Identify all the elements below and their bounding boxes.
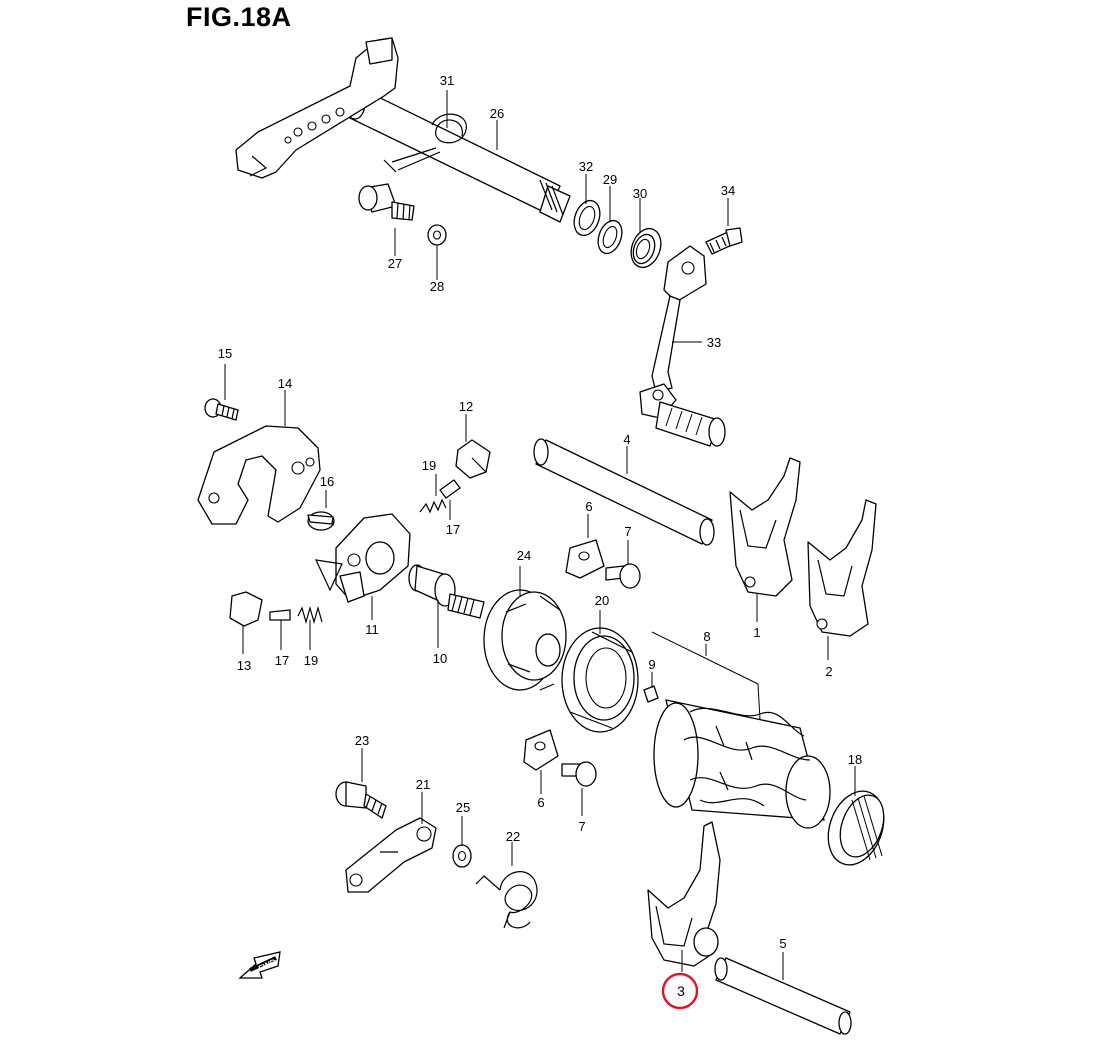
shift-fork-3[interactable]: [647, 821, 721, 967]
pawl-13[interactable]: [229, 591, 263, 627]
bearing-20[interactable]: [561, 627, 639, 733]
callout-16: 16: [320, 474, 334, 489]
callout-9: 9: [648, 657, 655, 672]
callout-29: 29: [603, 172, 617, 187]
shift-lever-21[interactable]: [345, 817, 437, 893]
highlight-circle: [661, 972, 699, 1010]
callout-6-lower: 6: [537, 795, 544, 810]
fork-shaft-4[interactable]: [533, 438, 715, 546]
callout-28: 28: [430, 279, 444, 294]
callout-33: 33: [707, 335, 721, 350]
callout-19-lower: 19: [304, 653, 318, 668]
callout-15: 15: [218, 346, 232, 361]
callout-labels: 31 26 32 29 30 34 27 28 33 15 14 12 4 16…: [218, 73, 862, 999]
callout-5: 5: [779, 936, 786, 951]
callout-10: 10: [433, 651, 447, 666]
bolt-27[interactable]: [358, 183, 415, 221]
oil-seal-30[interactable]: [626, 224, 666, 271]
callout-7-lower: 7: [578, 819, 585, 834]
callout-21: 21: [416, 777, 430, 792]
gearshift-shaft-26[interactable]: [235, 37, 571, 223]
cam-shaft-bolt-10[interactable]: [408, 564, 485, 619]
pin-17-upper[interactable]: [439, 479, 461, 499]
callout-7-upper: 7: [624, 524, 631, 539]
callout-2: 2: [825, 664, 832, 679]
pin-9[interactable]: [643, 685, 659, 703]
plate-6-upper[interactable]: [565, 539, 605, 579]
callout-30: 30: [633, 186, 647, 201]
callout-23: 23: [355, 733, 369, 748]
callout-22: 22: [506, 829, 520, 844]
washer-25[interactable]: [452, 844, 472, 868]
gearshift-lever-33[interactable]: [639, 245, 726, 447]
pin-17-lower[interactable]: [269, 609, 291, 621]
spring-19-lower[interactable]: [297, 605, 323, 625]
figure-title: FIG.18A: [186, 2, 292, 32]
screw-15[interactable]: [204, 398, 239, 421]
plate-6-lower[interactable]: [523, 729, 559, 771]
callout-14: 14: [278, 376, 292, 391]
callout-4: 4: [623, 432, 630, 447]
callout-25: 25: [456, 800, 470, 815]
callout-20: 20: [595, 593, 609, 608]
pawl-12[interactable]: [455, 439, 491, 479]
gearshift-cam-plate-24[interactable]: [483, 589, 567, 691]
callout-12: 12: [459, 399, 473, 414]
return-spring-31[interactable]: [383, 113, 467, 173]
shift-fork-2[interactable]: [807, 499, 877, 637]
cam-driven-gear-11[interactable]: [314, 513, 411, 603]
callout-8: 8: [703, 629, 710, 644]
callout-27: 27: [388, 256, 402, 271]
callout-19-upper: 19: [422, 458, 436, 473]
fork-shaft-5[interactable]: [714, 957, 852, 1035]
callout-31: 31: [440, 73, 454, 88]
spring-19-upper[interactable]: [419, 498, 447, 514]
collar-16[interactable]: [307, 511, 335, 531]
fwd-arrow-icon: FWD: [238, 951, 281, 979]
callout-18: 18: [848, 752, 862, 767]
callout-13: 13: [237, 658, 251, 673]
spring-22[interactable]: [475, 871, 538, 929]
callout-17-upper: 17: [446, 522, 460, 537]
callout-34: 34: [721, 183, 735, 198]
callout-3: 3: [677, 983, 685, 999]
callout-26: 26: [490, 106, 504, 121]
screw-7-lower[interactable]: [561, 761, 597, 787]
leader-8-bracket: [651, 631, 761, 721]
callout-24: 24: [517, 548, 531, 563]
callout-32: 32: [579, 159, 593, 174]
washer-29[interactable]: [594, 217, 626, 256]
bolt-23[interactable]: [335, 781, 387, 819]
callout-17-lower: 17: [275, 653, 289, 668]
screw-7-upper[interactable]: [605, 563, 641, 589]
callout-1: 1: [753, 625, 760, 640]
stopper-plate-14[interactable]: [197, 425, 321, 525]
shift-fork-1[interactable]: [729, 457, 801, 597]
callout-6-upper: 6: [585, 499, 592, 514]
bearing-18[interactable]: [819, 783, 894, 872]
gearshift-cam-8[interactable]: [653, 699, 831, 829]
callout-11: 11: [365, 622, 379, 637]
circlip-32[interactable]: [570, 197, 605, 239]
bolt-34[interactable]: [705, 227, 743, 255]
leader-lines: [224, 90, 856, 980]
